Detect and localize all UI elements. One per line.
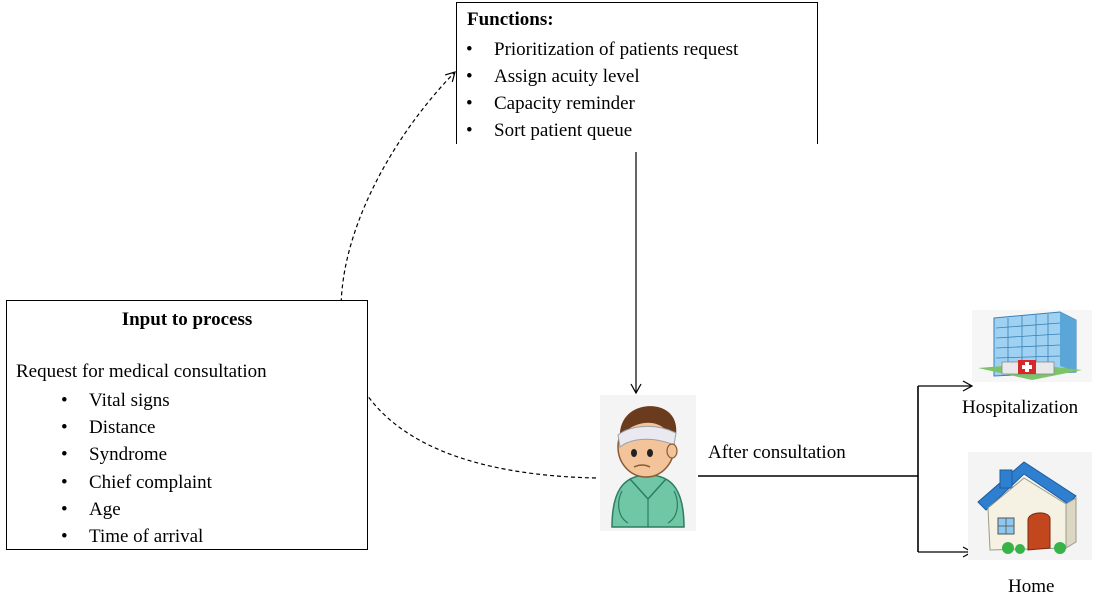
function-item: Assign acuity level <box>457 63 738 90</box>
house-icon <box>968 452 1092 560</box>
functions-list: Prioritization of patients request Assig… <box>457 36 738 144</box>
hospital-icon <box>972 310 1092 382</box>
after-consultation-label: After consultation <box>708 442 846 463</box>
input-subtitle: Request for medical consultation <box>16 361 267 382</box>
input-title: Input to process <box>121 309 253 330</box>
patient-icon <box>600 395 696 531</box>
input-box: Input to process Request for medical con… <box>6 300 368 550</box>
functions-title: Functions: <box>467 9 554 30</box>
function-item: Sort patient queue <box>457 117 738 144</box>
home-label: Home <box>1008 576 1055 597</box>
hospitalization-label: Hospitalization <box>962 397 1079 418</box>
input-item: Distance <box>7 414 212 441</box>
functions-box: Functions: Prioritization of patients re… <box>456 2 818 144</box>
input-item: Chief complaint <box>7 469 212 496</box>
input-item: Vital signs <box>7 387 212 414</box>
input-list: Vital signs Distance Syndrome Chief comp… <box>7 387 212 550</box>
input-item: Time of arrival <box>7 523 212 550</box>
input-item: Syndrome <box>7 441 212 468</box>
function-item: Capacity reminder <box>457 90 738 117</box>
input-item: Age <box>7 496 212 523</box>
function-item: Prioritization of patients request <box>457 36 738 63</box>
